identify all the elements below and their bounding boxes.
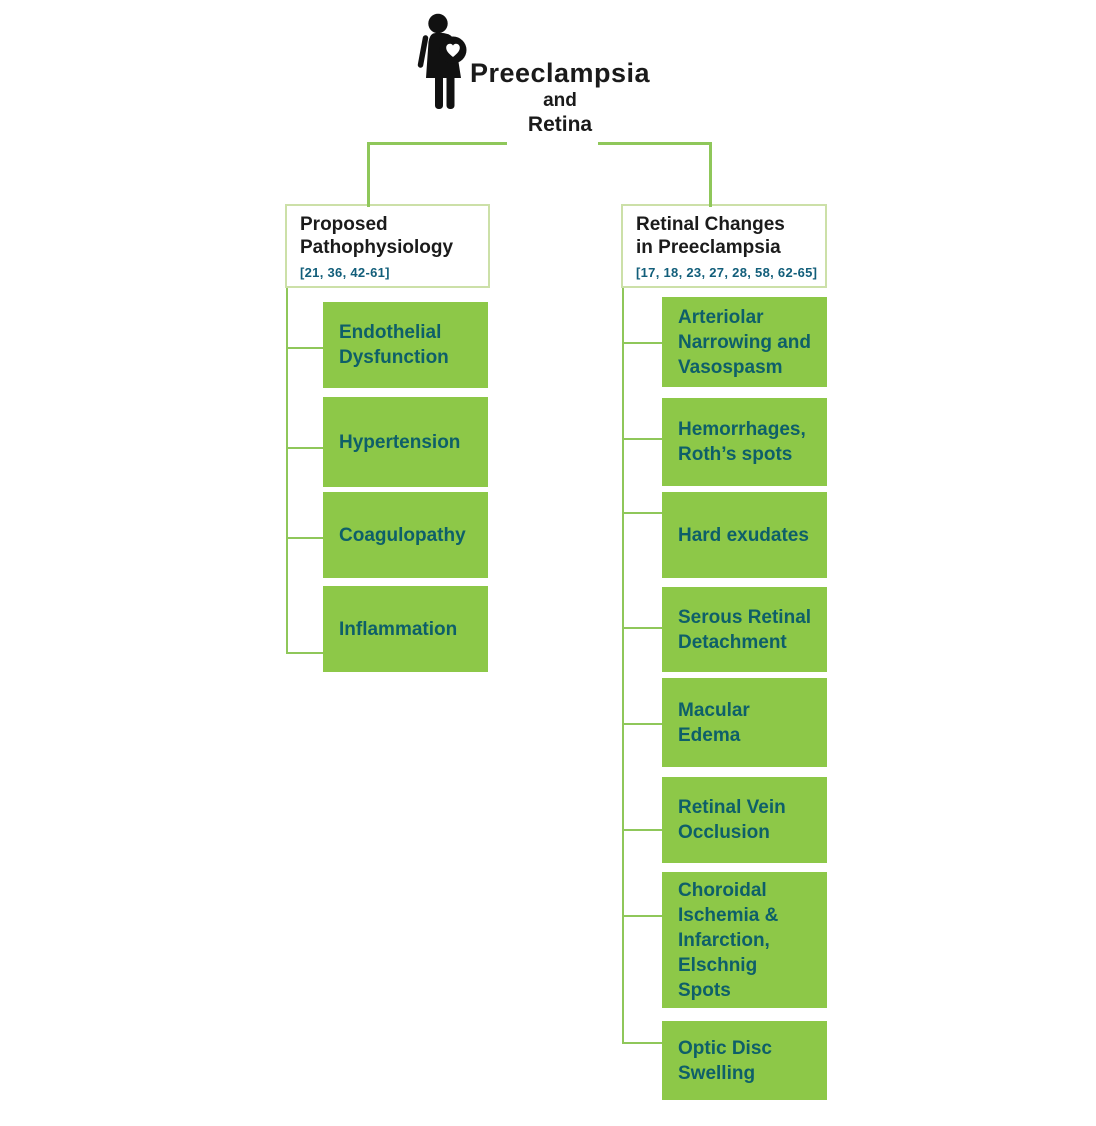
item-line: Choroidal (678, 879, 767, 901)
title-branch-connector (367, 142, 370, 207)
citation: [17, 18, 23, 27, 28, 58, 62-65] (636, 265, 818, 280)
item-line: Serous Retinal (678, 606, 812, 628)
branch-header-pathophysiology: Proposed Pathophysiology [21, 36, 42-61] (285, 204, 490, 288)
branch-heading: Proposed Pathophysiology (300, 213, 484, 259)
pregnant-woman-icon-svg (417, 13, 467, 109)
branch-stub-line (622, 512, 662, 514)
item-line: Occlusion (678, 822, 770, 843)
title-branch-connector (367, 142, 507, 145)
item-line: Retinal Vein (678, 797, 786, 818)
title-branch-connector (709, 142, 712, 207)
branch-stub-line (622, 915, 662, 917)
heart-icon (446, 43, 460, 57)
item-line: Optic Disc (678, 1037, 772, 1059)
item-line: Hard exudates (678, 524, 809, 546)
item-line: Spots (678, 979, 731, 1001)
title-line-1: Preeclampsia (469, 58, 651, 88)
title-line-3: Retina (527, 113, 593, 136)
item-line: Elschnig (678, 954, 758, 976)
item-line: Macular (678, 699, 750, 721)
item-line: Narrowing and (678, 331, 812, 353)
branch-stub-line (622, 1042, 662, 1044)
branch-stub-line (286, 652, 323, 654)
heading-line: in Preeclampsia (636, 237, 781, 258)
item-box: Inflammation (323, 586, 488, 672)
item-line: Edema (678, 724, 741, 746)
item-box: Hard exudates (662, 492, 827, 578)
item-line: Hypertension (339, 431, 461, 453)
item-line: Ischemia & (678, 904, 779, 926)
branch-stub-line (286, 447, 323, 449)
item-line: Inflammation (339, 618, 458, 640)
item-line: Infarction, (678, 929, 770, 951)
branch-trunk-line (286, 288, 288, 654)
branch-stub-line (622, 723, 662, 725)
pregnant-woman-icon (412, 12, 472, 112)
item-line: Roth’s spots (678, 444, 793, 465)
item-box: Hypertension (323, 397, 488, 487)
branch-header-retinal-changes: Retinal Changes in Preeclampsia [17, 18,… (621, 204, 827, 288)
heading-line: Proposed (300, 214, 388, 235)
item-line: Dysfunction (339, 347, 449, 368)
heading-line: Retinal Changes (636, 214, 785, 235)
item-line: Endothelial (339, 322, 442, 343)
branch-stub-line (622, 627, 662, 629)
item-line: Hemorrhages, (678, 419, 806, 440)
branch-heading: Retinal Changes in Preeclampsia (636, 213, 821, 259)
branch-stub-line (622, 829, 662, 831)
branch-stub-line (622, 438, 662, 440)
item-box: Coagulopathy (323, 492, 488, 578)
item-line: Coagulopathy (339, 524, 466, 546)
branch-stub-line (622, 342, 662, 344)
citation: [21, 36, 42-61] (300, 265, 390, 280)
item-line: Vasospasm (678, 356, 783, 378)
item-line: Swelling (678, 1062, 756, 1084)
title-line-2: and (543, 90, 577, 111)
branch-stub-line (286, 347, 323, 349)
diagram-title: Preeclampsia and Retina (446, 58, 674, 137)
branch-stub-line (286, 537, 323, 539)
branch-trunk-line (622, 288, 624, 1044)
heading-line: Pathophysiology (300, 237, 454, 258)
title-branch-connector (598, 142, 712, 145)
item-line: Detachment (678, 631, 787, 653)
item-box: Hemorrhages, Roth’s spots (662, 398, 827, 486)
item-line: Arteriolar (678, 306, 764, 328)
